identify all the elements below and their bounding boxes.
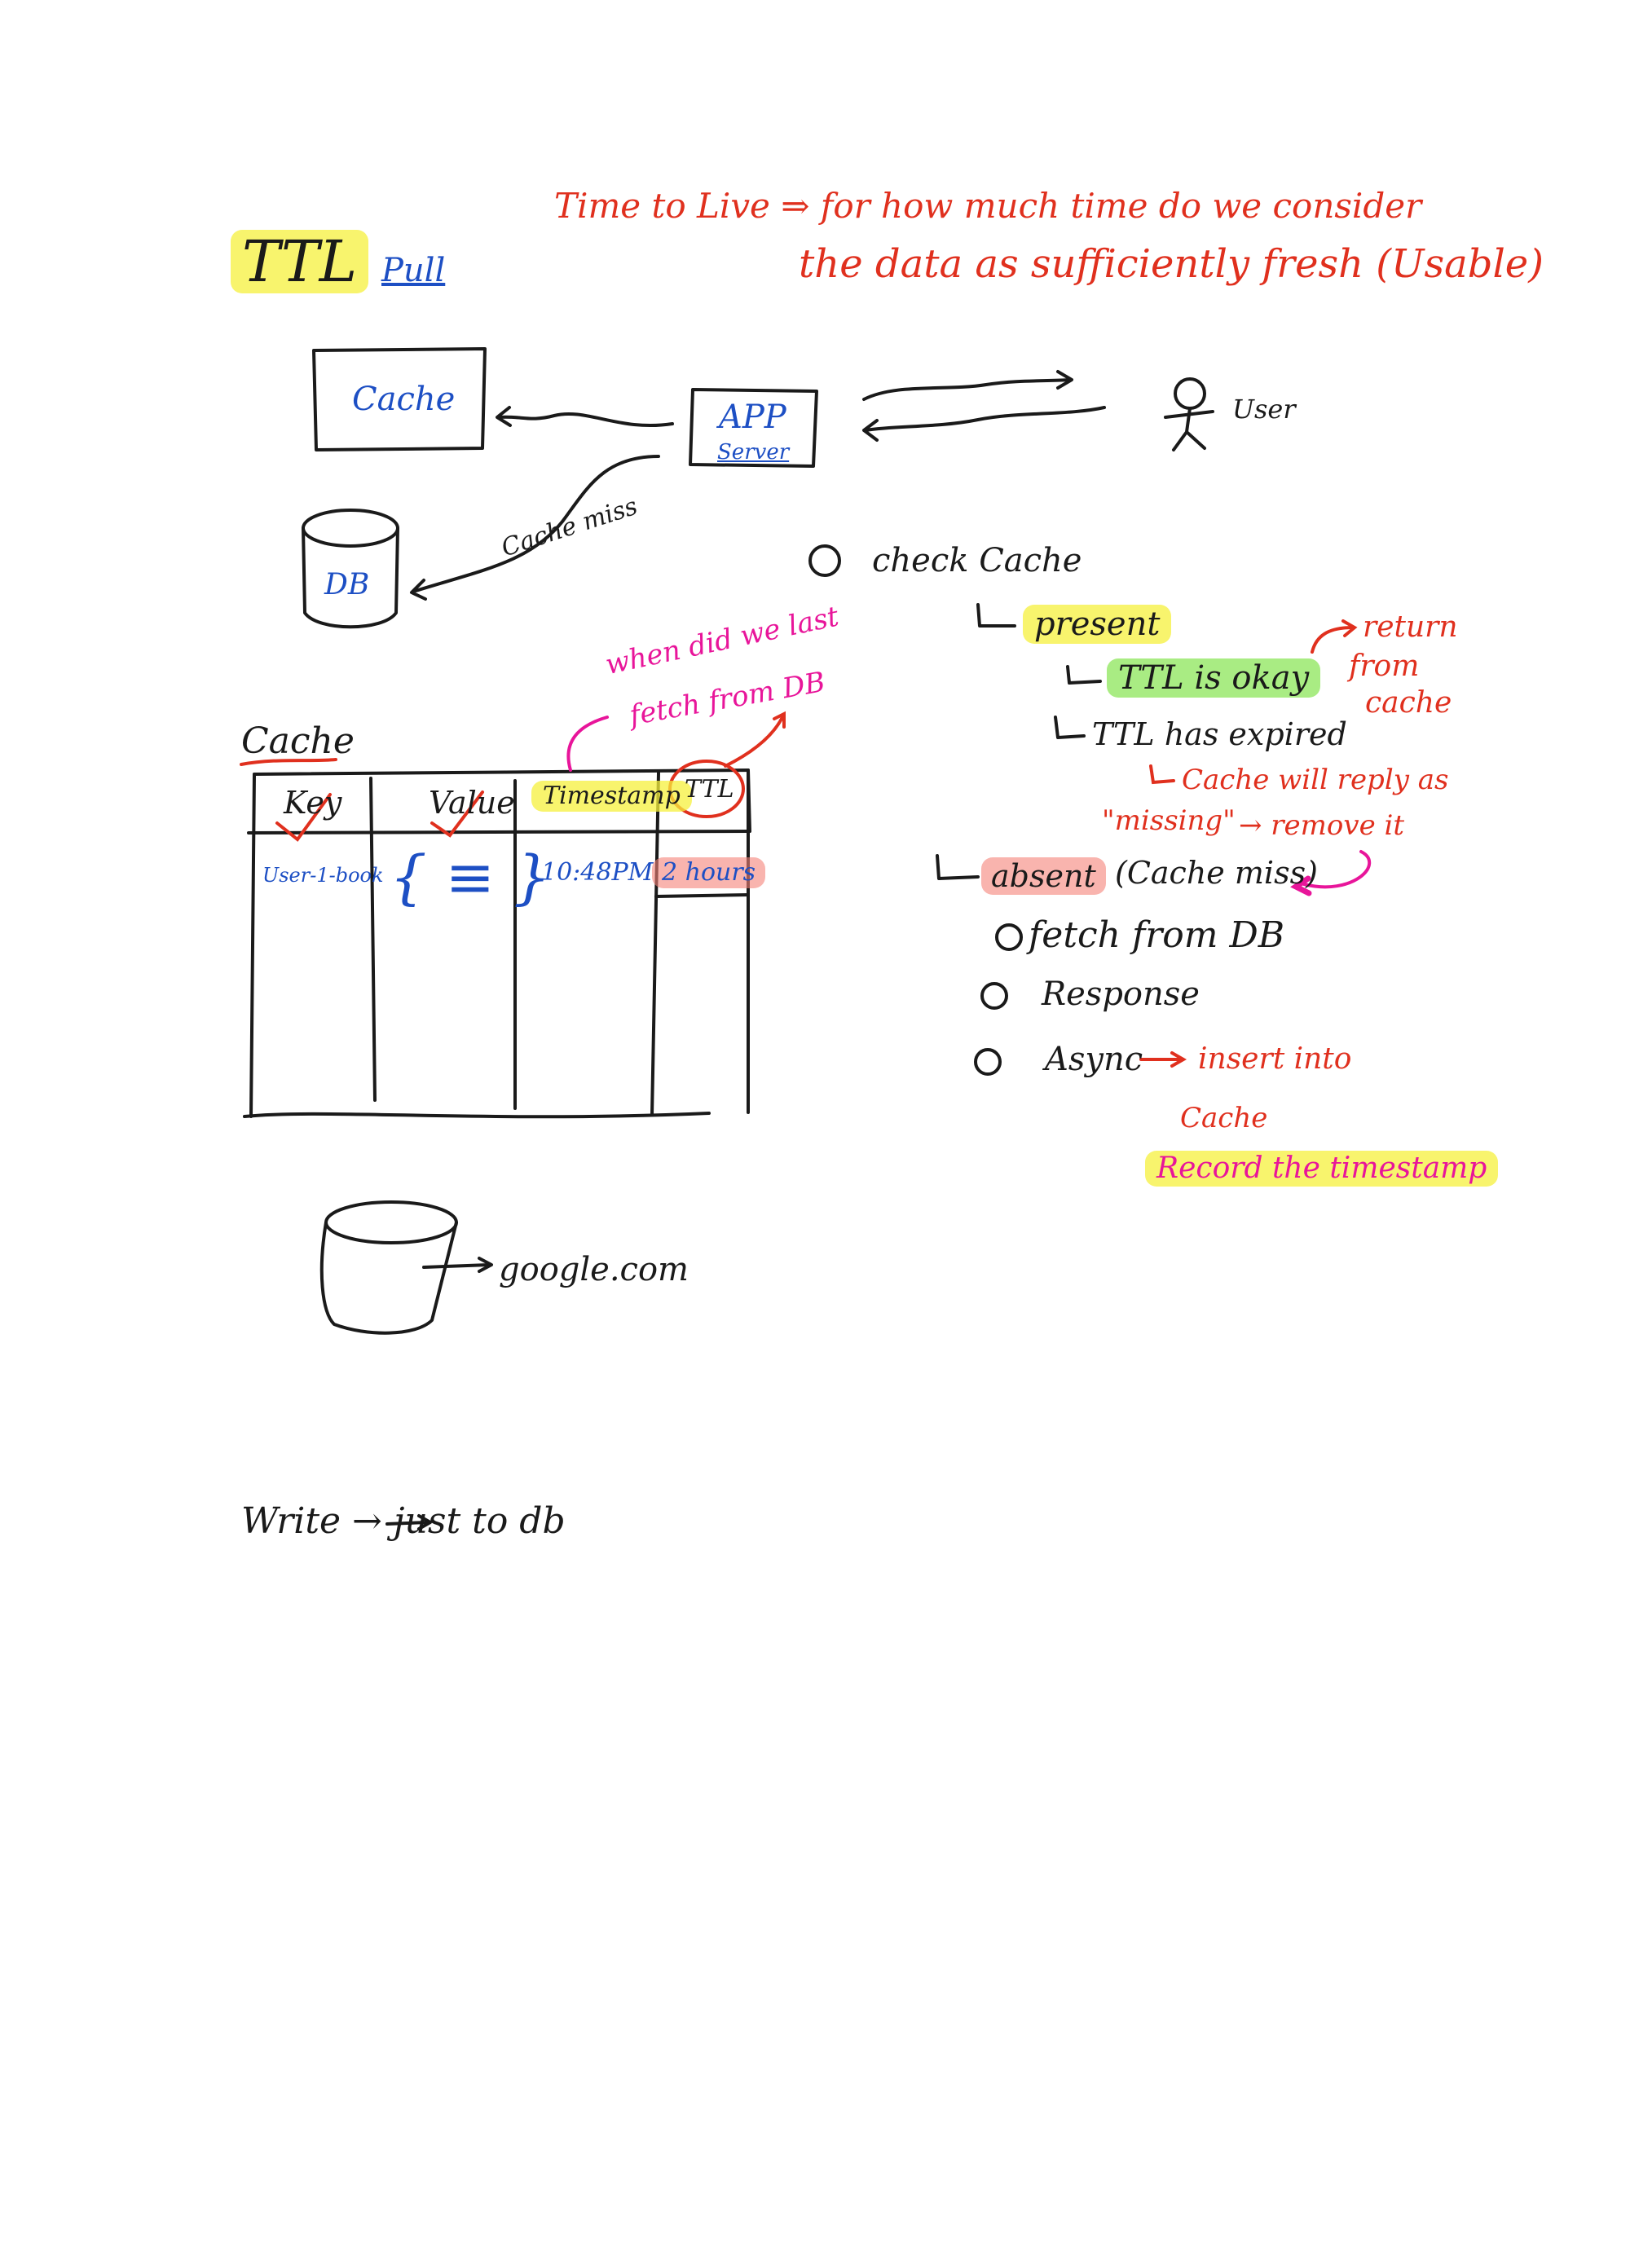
google-label: google.com xyxy=(499,1251,689,1288)
write-line: Write → just to db xyxy=(241,1500,566,1542)
user-label: User xyxy=(1232,394,1296,425)
column-header-timestamp: Timestamp xyxy=(531,781,692,812)
cache-box-label: Cache xyxy=(352,381,456,418)
sub-step-2-text: Response xyxy=(1042,975,1200,1013)
user-stick-figure xyxy=(1164,377,1214,451)
cell-timestamp: 10:48PM xyxy=(541,858,654,887)
definition-line-2: the data as sufficiently fresh (Usable) xyxy=(799,241,1544,287)
app-server-label-line1: APP xyxy=(719,399,786,436)
absent-label: absent xyxy=(981,857,1106,895)
missing-text: "missing" xyxy=(1102,804,1236,837)
app-to-cache-arrow xyxy=(497,412,674,428)
google-cylinder xyxy=(319,1200,458,1335)
ttl-expired-label: TTL has expired xyxy=(1092,716,1347,752)
user-to-app-arrow xyxy=(864,406,1106,432)
present-label: present xyxy=(1023,605,1172,644)
cache-miss-arrow xyxy=(414,455,660,592)
remove-it-text: → remove it xyxy=(1239,809,1405,842)
db-cylinder xyxy=(302,509,399,629)
sub-step-1-text: fetch from DB xyxy=(1029,914,1285,956)
pull-label: Pull xyxy=(381,252,446,289)
record-timestamp-text: Record the timestamp xyxy=(1145,1151,1499,1187)
column-header-key: Key xyxy=(284,785,342,821)
ttl-heading: TTL xyxy=(231,230,369,293)
cache-miss-paren-text: (Cache miss) xyxy=(1115,855,1318,891)
db-label: DB xyxy=(324,568,370,601)
return-text-3: cache xyxy=(1365,686,1452,720)
cache-word-text: Cache xyxy=(1180,1102,1268,1134)
insert-into-text: insert into xyxy=(1198,1042,1352,1076)
column-header-value: Value xyxy=(429,785,515,821)
ttl-okay-label: TTL is okay xyxy=(1107,658,1321,698)
cell-ttl: 2 hours xyxy=(652,857,766,888)
app-server-label-line2: Server xyxy=(717,440,790,465)
cell-value: { ≡ } xyxy=(390,843,551,911)
cache-table-grid xyxy=(243,768,751,1119)
cache-will-reply-text: Cache will reply as xyxy=(1182,764,1449,796)
column-header-ttl: TTL xyxy=(685,775,734,804)
cache-box xyxy=(312,347,487,451)
cell-key: User-1-book xyxy=(262,864,384,887)
cache-table-label: Cache xyxy=(241,720,355,762)
definition-line-1: Time to Live ⇒ for how much time do we c… xyxy=(554,186,1422,226)
return-text-1: return xyxy=(1363,610,1458,644)
app-server-box xyxy=(689,388,818,468)
step1-text: check Cache xyxy=(872,542,1082,579)
return-text-2: from xyxy=(1349,650,1420,683)
sub-step-3-text: Async xyxy=(1045,1041,1143,1078)
app-to-user-arrow xyxy=(862,378,1071,401)
